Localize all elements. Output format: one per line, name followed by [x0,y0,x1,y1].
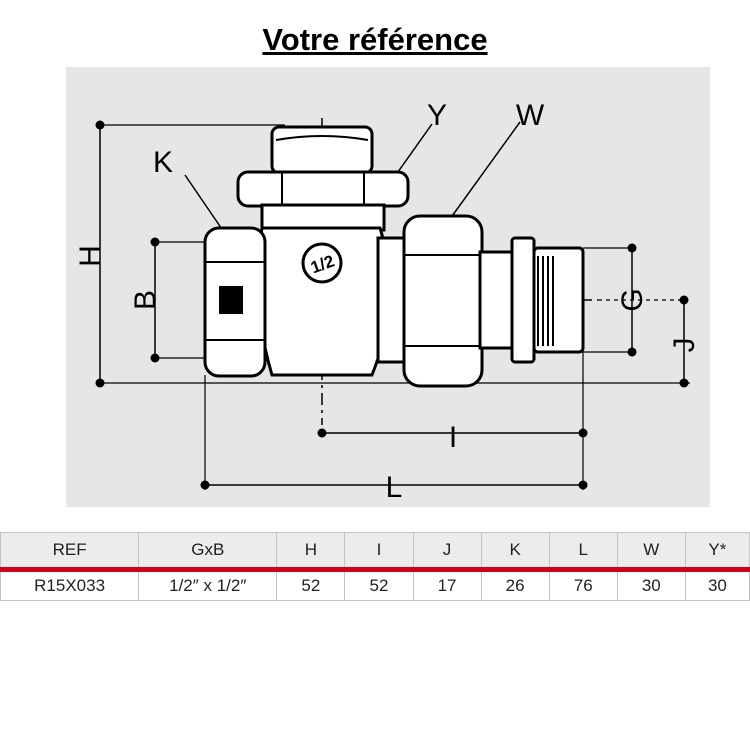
header-h: H [276,532,346,572]
label-B: B [129,290,162,310]
label-H: H [74,245,107,267]
valve-technical-drawing: 1/2 H B G J K Y W I L [66,67,710,507]
header-y: Y* [684,532,750,572]
cell-y: 30 [684,569,750,601]
cell-j: 17 [412,569,482,601]
header-k: K [480,532,550,572]
header-ref: REF [0,532,140,572]
cell-i: 52 [344,569,414,601]
header-j: J [412,532,482,572]
cell-h: 52 [276,569,346,601]
cell-k: 26 [480,569,550,601]
header-l: L [548,532,618,572]
extension-lines [100,124,690,490]
label-G: G [616,288,649,311]
cell-ref: R15X033 [0,569,140,601]
header-i: I [344,532,414,572]
cell-l: 76 [548,569,618,601]
cell-w: 30 [616,569,686,601]
valve-drawing-svg: 1/2 H B G J K Y W I L [74,99,701,504]
dimensions-table: REF GxB H I J K L W Y* R15X033 1/2″ x 1/… [0,532,750,601]
label-W: W [516,99,545,132]
valve-body [203,125,585,388]
thread-lines [537,256,554,346]
header-gxb: GxB [138,532,278,572]
header-w: W [616,532,686,572]
cell-gxb: 1/2″ x 1/2″ [138,569,278,601]
inlet-opening [219,286,243,314]
table-row: R15X033 1/2″ x 1/2″ 52 52 17 26 76 30 30 [0,569,750,601]
table-header-row: REF GxB H I J K L W Y* [0,532,750,572]
label-L: L [386,471,403,504]
label-K: K [153,146,173,179]
size-badge [301,242,343,284]
label-Y: Y [427,99,447,132]
label-J: J [668,338,701,353]
page-title: Votre référence [262,22,488,57]
label-I: I [449,421,457,454]
